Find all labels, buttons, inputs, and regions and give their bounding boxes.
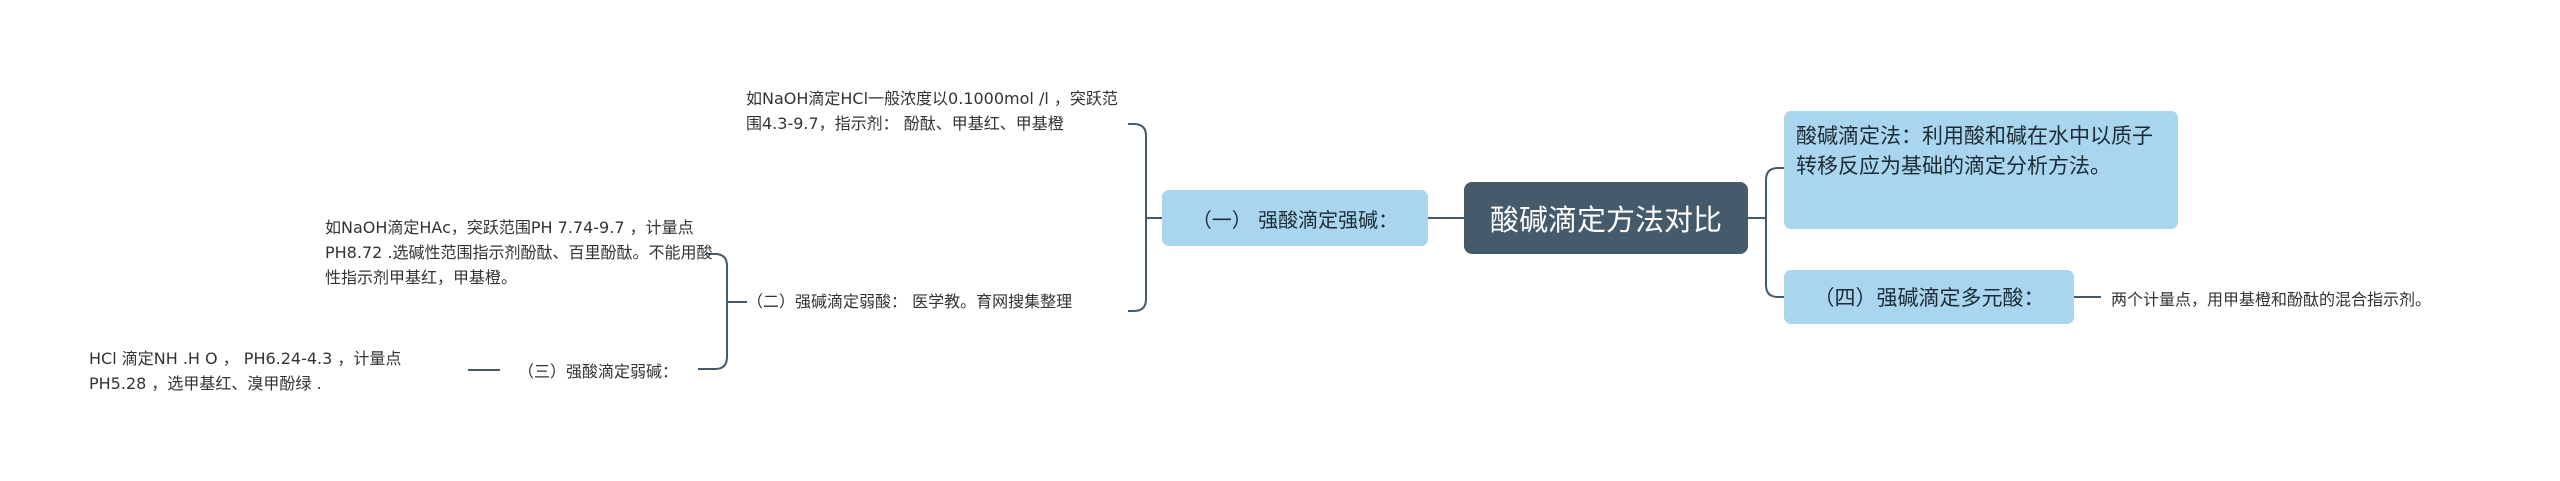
detail-strong-acid-strong-base: 如NaOH滴定HCl一般浓度以0.1000mol /l ，突跃范围4.3-9.7…	[746, 89, 1118, 133]
central-topic-label: 酸碱滴定方法对比	[1489, 203, 1722, 237]
branch-definition[interactable]: 酸碱滴定法：利用酸和碱在水中以质子转移反应为基础的滴定分析方法。	[1784, 111, 2178, 229]
branch-label: （四）强碱滴定多元酸：	[1813, 286, 2045, 310]
branch-strong-acid-weak-base[interactable]: （三）强酸滴定弱碱：	[518, 362, 679, 381]
detail-strong-base-polyacid: 两个计量点，用甲基橙和酚酞的混合指示剂。	[2111, 290, 2432, 309]
branch-strong-base-polyacid[interactable]: （四）强碱滴定多元酸：	[1784, 270, 2074, 324]
central-topic[interactable]: 酸碱滴定方法对比	[1464, 182, 1748, 254]
branch-label: （一） 强酸滴定强碱：	[1191, 207, 1399, 232]
detail-strong-base-weak-acid: 如NaOH滴定HAc，突跃范围PH 7.74-9.7 ，计量点PH8.72 .选…	[325, 218, 713, 287]
definition-text: 酸碱滴定法：利用酸和碱在水中以质子转移反应为基础的滴定分析方法。	[1796, 124, 2153, 178]
detail-strong-acid-weak-base: HCl 滴定NH .H O ， PH6.24-4.3 ，计量点PH5.28 ，选…	[89, 349, 402, 393]
branch-strong-acid-strong-base[interactable]: （一） 强酸滴定强碱：	[1162, 190, 1428, 246]
branch-strong-base-weak-acid[interactable]: （二）强碱滴定弱酸： 医学教。育网搜集整理	[747, 292, 1073, 311]
